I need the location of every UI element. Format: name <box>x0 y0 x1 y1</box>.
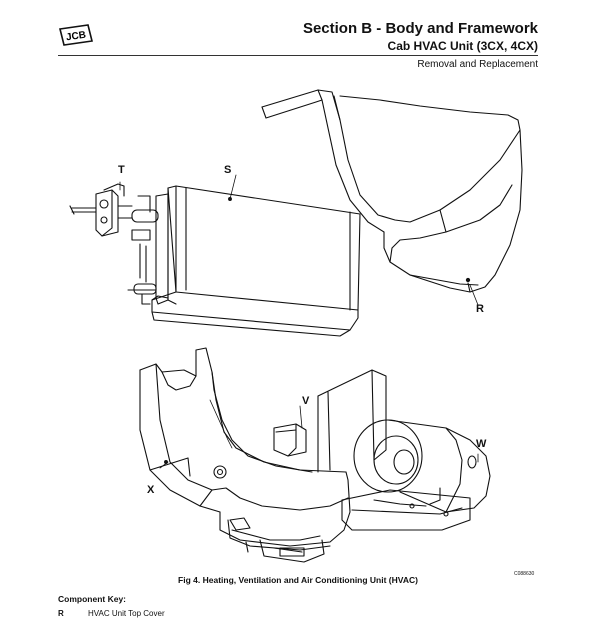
section-title: Section B - Body and Framework <box>302 20 538 37</box>
figure-ref-code: C088630 <box>514 571 535 577</box>
callout-v: V <box>302 395 310 407</box>
hvac-top-cover-drawing <box>261 89 523 306</box>
callout-w: W <box>476 438 487 450</box>
component-key-heading: Component Key: <box>58 594 126 604</box>
figure-caption: Fig 4. Heating, Ventilation and Air Cond… <box>178 575 418 585</box>
callout-t: T <box>118 164 125 176</box>
callout-s: S <box>224 164 232 176</box>
jcb-logo: JCB <box>58 24 94 51</box>
callout-r: R <box>476 303 484 315</box>
heater-core-drawing <box>127 174 361 337</box>
logo-text: JCB <box>65 30 86 44</box>
callout-x: X <box>147 484 155 496</box>
component-key-description: HVAC Unit Top Cover <box>88 609 165 618</box>
hvac-lower-housing-drawing <box>139 347 351 563</box>
water-valve-drawing <box>69 181 133 237</box>
component-key-item: R HVAC Unit Top Cover <box>58 609 165 618</box>
header-rule <box>58 55 538 56</box>
section-note: Removal and Replacement <box>417 59 538 70</box>
air-duct-drawing <box>273 369 387 473</box>
component-key-letter: R <box>58 609 64 618</box>
blower-fan-drawing <box>341 419 491 531</box>
section-subtitle: Cab HVAC Unit (3CX, 4CX) <box>387 39 538 53</box>
